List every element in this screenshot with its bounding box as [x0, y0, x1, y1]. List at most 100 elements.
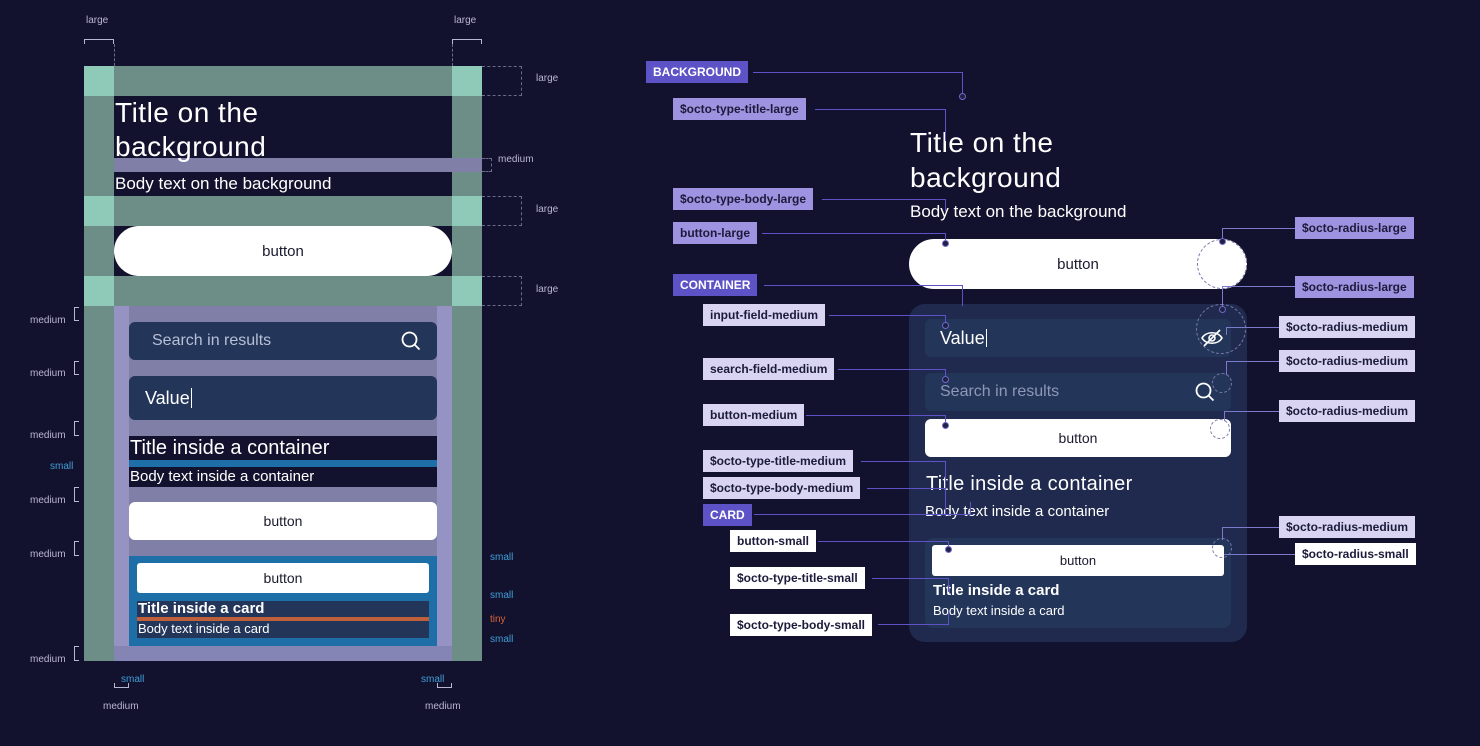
tag-card: CARD: [703, 504, 752, 526]
label-tiny: tiny: [490, 614, 506, 625]
connector: [948, 541, 949, 548]
container-padding-left: [114, 306, 129, 661]
label-small: small: [421, 674, 445, 685]
label-small: small: [490, 552, 514, 563]
left-container-title: Title inside a container: [130, 437, 330, 459]
connector: [945, 488, 946, 516]
tag-title-medium: $octo-type-title-medium: [703, 450, 854, 472]
right-input-value: Value: [940, 327, 985, 348]
bracket: [84, 39, 114, 44]
label-medium: medium: [103, 701, 139, 712]
guide: [482, 196, 522, 226]
spacing-small-title-body: [129, 460, 437, 467]
left-search-placeholder: Search in results: [152, 332, 272, 349]
right-button-small[interactable]: button: [932, 545, 1224, 576]
bracket: [437, 683, 452, 688]
label-small: small: [50, 461, 74, 472]
spacing-corner: [84, 276, 114, 306]
bracket: [74, 487, 79, 502]
connector: [1222, 286, 1295, 287]
connector: [970, 502, 971, 515]
connector-dot: [959, 93, 966, 100]
right-search-placeholder: Search in results: [940, 383, 1060, 400]
spacing-corner: [452, 196, 482, 226]
spacing-medium-title-body: [114, 158, 482, 172]
connector: [1222, 228, 1223, 242]
right-card-body: Body text inside a card: [933, 603, 1065, 618]
search-icon[interactable]: [1195, 382, 1215, 402]
connector-dot: [942, 240, 949, 247]
connector: [1224, 554, 1295, 555]
connector: [753, 72, 962, 73]
spacing-corner: [452, 66, 482, 96]
radius-medium-indicator: [1212, 538, 1232, 558]
connector: [762, 233, 946, 234]
right-card-title: Title inside a card: [933, 582, 1060, 599]
spacing-large-top: [84, 66, 482, 96]
connector: [945, 315, 946, 325]
card-body-area: [137, 621, 429, 638]
left-button-small[interactable]: button: [137, 563, 429, 593]
connector: [945, 369, 946, 379]
connector: [867, 488, 946, 489]
connector: [945, 461, 946, 491]
radius-large-indicator: [1197, 239, 1247, 289]
tag-search-field-medium: search-field-medium: [703, 358, 835, 380]
label-medium: medium: [425, 701, 461, 712]
bracket: [74, 541, 79, 556]
right-container-title: Title inside a container: [926, 473, 1133, 495]
guide: [482, 66, 522, 96]
label-medium: medium: [30, 368, 66, 379]
right-container-body: Body text inside a container: [925, 503, 1110, 520]
connector: [861, 461, 946, 462]
label-medium: medium: [30, 495, 66, 506]
tag-body-large: $octo-type-body-large: [673, 188, 814, 210]
connector: [1222, 527, 1279, 528]
right-button-large[interactable]: button: [909, 239, 1247, 289]
left-input-field[interactable]: Value: [129, 376, 437, 420]
spacing-tiny: [137, 617, 429, 621]
connector: [838, 369, 946, 370]
label-medium: medium: [30, 430, 66, 441]
label-large-top-left: large: [86, 15, 109, 26]
search-icon[interactable]: [401, 331, 421, 351]
guide: [482, 158, 492, 172]
label-medium: medium: [30, 315, 66, 326]
connector: [1222, 527, 1223, 540]
spacing-corner: [84, 196, 114, 226]
left-button-medium[interactable]: button: [129, 502, 437, 540]
right-button-medium[interactable]: button: [925, 419, 1231, 457]
container-body-area: [129, 467, 437, 487]
connector: [1222, 286, 1223, 310]
connector-dot: [942, 322, 949, 329]
spacing-corner: [84, 66, 114, 96]
connector-dot: [1219, 238, 1226, 245]
label-small: small: [121, 674, 145, 685]
tag-radius-medium-4: $octo-radius-medium: [1279, 516, 1416, 538]
radius-large-indicator: [1196, 304, 1246, 354]
bracket: [74, 646, 79, 661]
spacing-large-after-body: [84, 196, 482, 226]
connector: [822, 199, 946, 200]
spacing-large-right: [452, 66, 482, 661]
label-large: large: [536, 204, 559, 215]
label-large-top-right: large: [454, 15, 477, 26]
container-title-area: [129, 436, 437, 460]
title-area: [114, 96, 452, 158]
connector: [1224, 411, 1279, 412]
tag-container: CONTAINER: [673, 274, 758, 296]
connector: [1226, 327, 1227, 335]
bracket: [74, 421, 79, 436]
tag-button-medium: button-medium: [703, 404, 805, 426]
tag-body-medium: $octo-type-body-medium: [703, 477, 861, 499]
left-button-large[interactable]: button: [114, 226, 452, 276]
spacing-large-left: [84, 66, 114, 661]
right-search-field[interactable]: Search in results: [925, 373, 1231, 411]
connector-dot: [942, 422, 949, 429]
connector: [1224, 411, 1225, 421]
left-search-field[interactable]: Search in results: [129, 322, 437, 360]
body-area: [114, 172, 452, 196]
right-input-field[interactable]: Value: [925, 319, 1231, 357]
guide: [482, 276, 522, 306]
guide: [452, 44, 453, 66]
